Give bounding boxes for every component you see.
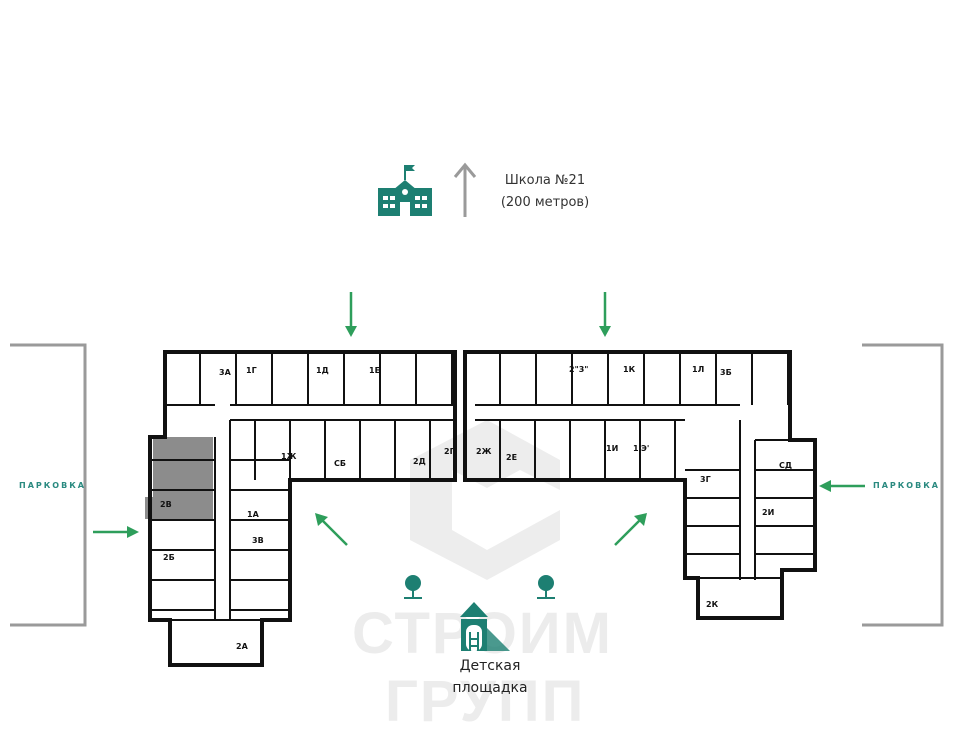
highlighted-apartment-2v[interactable] — [153, 437, 213, 520]
apartment-label[interactable]: 2В — [160, 500, 172, 509]
apartment-label[interactable]: 2К — [706, 600, 719, 609]
entrance-arrow-icon — [614, 513, 647, 546]
school-distance: (200 метров) — [500, 195, 590, 210]
parking-label-right: ПАРКОВКА — [873, 481, 940, 490]
parking-left-bracket — [10, 343, 87, 627]
apartment-label[interactable]: 3А — [219, 368, 231, 377]
school-label: Школа №21 (200 метров) — [490, 170, 600, 214]
apartment-label[interactable]: 2Г — [444, 447, 455, 456]
north-arrow-icon — [453, 162, 477, 217]
apartment-label[interactable]: 2А — [236, 642, 248, 651]
tree-icon — [537, 575, 555, 599]
apartment-label[interactable]: 1'Э' — [633, 444, 650, 453]
apartment-label[interactable]: 1И — [606, 444, 619, 453]
parking-label-left: ПАРКОВКА — [19, 481, 86, 490]
playground-line1: Детская — [459, 658, 521, 674]
watermark-logo — [410, 420, 560, 580]
apartment-label[interactable]: 3Г — [700, 475, 711, 484]
playground-line2: площадка — [452, 680, 528, 696]
entrance-arrow-icon — [93, 526, 139, 538]
apartment-label[interactable]: 2"3" — [569, 365, 589, 374]
apartment-label[interactable]: 1Ж — [281, 452, 297, 461]
apartment-label[interactable]: 1К — [623, 365, 636, 374]
apartment-label[interactable]: 1Д — [316, 366, 329, 375]
apartment-label[interactable]: 1А — [247, 510, 259, 519]
parking-right-bracket — [862, 343, 944, 627]
entrance-arrow-icon — [599, 292, 611, 337]
entrance-arrows — [93, 292, 865, 546]
apartment-label[interactable]: 2Ж — [476, 447, 492, 456]
apartment-label[interactable]: 2Д — [413, 457, 426, 466]
apartment-label[interactable]: 2Б — [163, 553, 175, 562]
apartment-label[interactable]: 2И — [762, 508, 775, 517]
apartment-label[interactable]: СД — [779, 461, 792, 470]
apartment-label[interactable]: 3Б — [720, 368, 732, 377]
apartment-label[interactable]: 2Е — [506, 453, 518, 462]
school-icon — [378, 165, 432, 216]
apartment-label[interactable]: 1Г — [246, 366, 257, 375]
entrance-arrow-icon — [345, 292, 357, 337]
school-name: Школа №21 — [504, 173, 586, 188]
playground-label: Детская площадка — [430, 655, 550, 699]
apartment-label[interactable]: 1Л — [692, 365, 705, 374]
tree-icon — [404, 575, 422, 599]
entrance-arrow-icon — [315, 513, 348, 546]
playground-icon — [460, 602, 510, 651]
apartment-label[interactable]: 3В — [252, 536, 264, 545]
floor-plan — [10, 162, 944, 667]
entrance-arrow-icon — [819, 480, 865, 492]
apartment-label[interactable]: 1Е — [369, 366, 381, 375]
apartment-label[interactable]: СБ — [334, 459, 346, 468]
interior-walls — [150, 352, 815, 621]
